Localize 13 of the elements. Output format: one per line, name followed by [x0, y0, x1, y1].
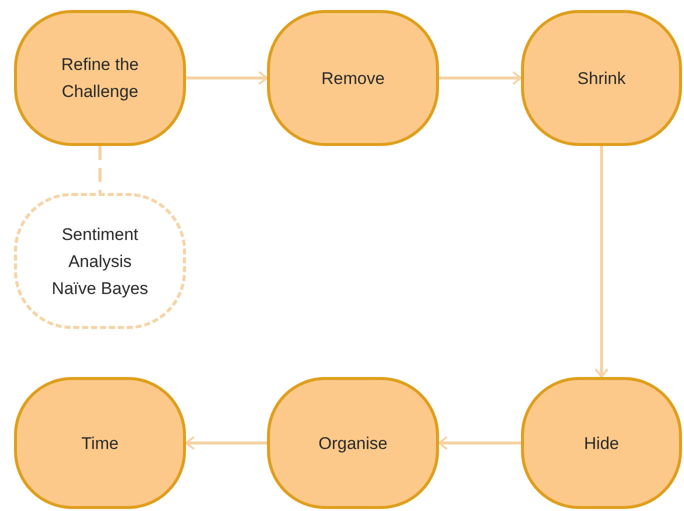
node-label: Remove	[320, 68, 386, 90]
arrow	[439, 71, 522, 85]
arrow	[594, 146, 608, 378]
arrow	[186, 71, 268, 85]
node-label: Organise	[318, 432, 388, 454]
connector-line	[98, 146, 102, 193]
node-label: Refine the Challenge	[60, 54, 140, 103]
node-label: Sentiment Analysis Naïve Bayes	[50, 224, 150, 300]
node-label: Shrink	[576, 68, 627, 90]
node-label: Time	[80, 432, 120, 454]
node-label: Hide	[583, 432, 620, 454]
arrow	[185, 436, 267, 450]
arrow	[438, 436, 521, 450]
